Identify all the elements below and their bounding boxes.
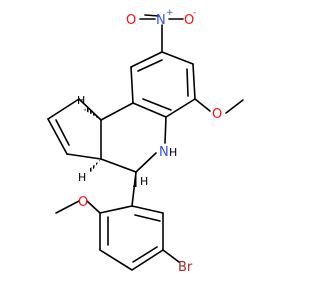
nitro-o-right-label: O (184, 13, 194, 28)
stereo-h-mid-label: H (78, 171, 86, 184)
bromine-label: Br (178, 260, 193, 275)
nitro-o-charge: - (193, 8, 196, 18)
amine-n-label: N (159, 145, 169, 160)
molecule-structure: N + O O - O N H O Br H H H (47, 8, 244, 275)
atom-labels: N + O O - O N H O Br H H H (77, 8, 222, 275)
methoxy-o-right-label: O (212, 107, 222, 122)
amine-h-label: H (169, 146, 177, 159)
bond-lines (47, 14, 244, 271)
methoxy-o-left-label: O (78, 195, 88, 210)
stereo-h-top-label: H (77, 94, 85, 107)
nitro-n-charge: + (166, 8, 174, 18)
stereo-h-c4-label: H (140, 175, 148, 188)
nitro-o-left-label: O (126, 13, 136, 28)
nitro-n-label: N (156, 13, 166, 28)
